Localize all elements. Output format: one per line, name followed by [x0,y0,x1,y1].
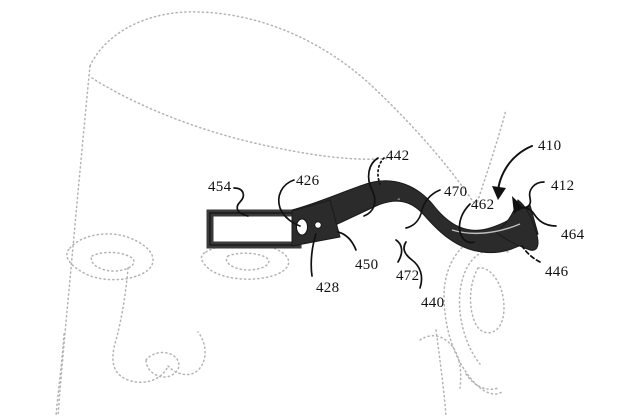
rear-flare-tip [512,196,522,214]
leader-450 [337,231,357,251]
head-outline [475,109,507,207]
jaw-outline [419,334,462,389]
far-eye-outline [66,233,154,281]
leader-472 [395,239,403,263]
leader-446 [521,245,541,263]
near-eye-outline [200,242,290,280]
leader-462 [458,203,475,244]
lip-outline [55,333,65,416]
leader-410-arrowhead [492,186,506,200]
display-prism-body[interactable] [206,209,302,249]
ref-label-446: 446 [545,264,569,280]
ref-label-442: 442 [386,148,410,164]
leader-410 [497,145,533,195]
forehead-outline [89,11,477,207]
ref-label-412: 412 [551,178,575,194]
brow-ridge-outline [91,77,393,160]
ref-label-470: 470 [444,184,468,200]
ref-label-454: 454 [208,179,232,195]
anatomy-group [55,11,519,416]
near-eye-iris-outline [225,252,270,271]
camera-lens-oval[interactable] [296,218,308,236]
nostril-outline [145,351,180,378]
chin-outline [435,329,447,416]
ref-label-462: 462 [471,197,495,213]
leader-428 [310,233,317,277]
band-body[interactable] [291,180,539,254]
leader-442 [377,157,385,185]
leader-464 [517,207,557,227]
display-prism[interactable] [206,209,302,249]
leader-426 [277,179,301,227]
ref-label-472: 472 [396,268,420,284]
nose-outline [112,267,169,384]
ref-label-426: 426 [296,173,320,189]
leader-454 [233,187,249,217]
ear-outline [443,234,519,395]
far-eye-iris-outline [90,251,135,272]
sensor-dot[interactable] [314,221,322,229]
band-highlight [451,223,521,235]
nose-wing-outline [167,331,206,376]
leader-442-hook [363,157,379,217]
sinuous-band[interactable] [291,180,539,254]
ear-concha-outline [469,267,505,334]
temple-outline [57,65,91,416]
leader-lines [233,145,557,289]
ear-helix-inner-outline [458,248,509,365]
ref-label-464: 464 [561,227,585,243]
ear-lobe-outline [465,373,499,390]
band-highlight-group [451,223,521,235]
ref-label-410: 410 [538,138,562,154]
ref-label-440: 440 [421,295,445,311]
ref-label-450: 450 [355,257,379,273]
ref-label-428: 428 [316,280,340,296]
leader-440 [403,241,423,289]
leader-470 [405,189,441,229]
